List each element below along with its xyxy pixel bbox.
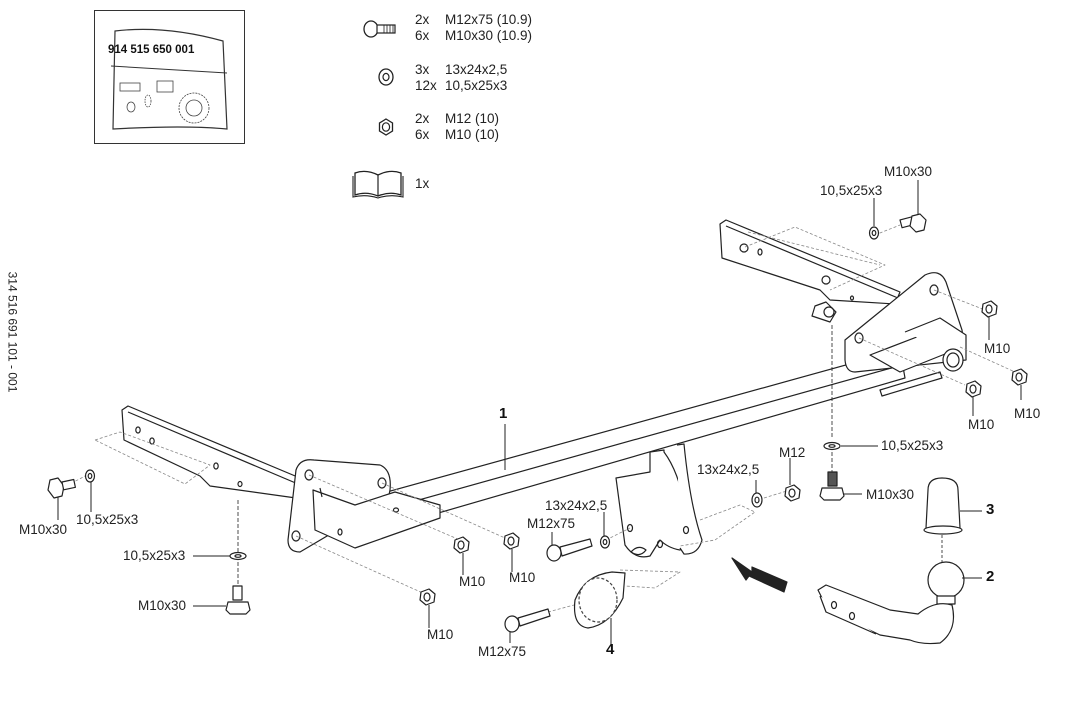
callout-right-vertical-bolt: M10x30 [866, 487, 915, 502]
callout-center-nut-c: M10 [427, 627, 454, 642]
callout-left-washer: 10,5x25x3 [76, 512, 139, 527]
right-mounting-plate [844, 272, 967, 397]
callout-left-bolt: M10x30 [19, 522, 68, 537]
callout-mid-washer: 13x24x2,5 [697, 462, 760, 477]
callout-top-right-washer: 10,5x25x3 [820, 183, 883, 198]
top-right-washer [868, 226, 880, 240]
kit-code: 914 515 650 001 [108, 44, 195, 56]
right-nut-upper [981, 300, 998, 318]
callout-top-right-bolt: M10x30 [884, 164, 933, 179]
right-vertical-bolt [819, 471, 845, 501]
callout-leaders [57, 180, 1022, 645]
callout-left-vertical-washer: 10,5x25x3 [123, 548, 186, 563]
callout-right-nut-lower-a: M10 [968, 417, 995, 432]
center-mounting-tabs [615, 443, 703, 558]
center-nut-b [503, 532, 520, 550]
callout-center-bolt-upper: M12x75 [527, 516, 576, 531]
reinforcement-plate-part-4 [573, 571, 626, 629]
callout-left-vertical-bolt: M10x30 [138, 598, 187, 613]
hardware-kit-box [94, 10, 245, 144]
right-nut-lower-b [1011, 368, 1028, 386]
callout-right-nut-lower-b: M10 [1014, 406, 1041, 421]
right-nut-lower-a [965, 380, 982, 398]
left-washer [84, 469, 96, 483]
callout-center-bolt-lower: M12x75 [478, 644, 527, 659]
left-vertical-washer [229, 551, 247, 561]
left-mounting-plate [287, 459, 441, 553]
callout-right-nut-upper: M10 [984, 341, 1011, 356]
right-bracket-arm [719, 219, 901, 323]
part-number-4: 4 [606, 641, 615, 658]
callout-mid-nut: M12 [779, 445, 806, 460]
hardware-bag-icon [110, 28, 228, 130]
right-vertical-washer [823, 441, 841, 451]
callout-center-washer-upper: 13x24x2,5 [545, 498, 608, 513]
top-right-bolt [899, 213, 927, 233]
center-nut-c [419, 588, 436, 606]
center-washer-upper [599, 535, 611, 549]
part-number-2: 2 [986, 568, 995, 585]
mid-washer [751, 492, 763, 508]
callout-center-nut-b: M10 [509, 570, 536, 585]
bolt-icon [363, 20, 396, 38]
center-bolt-upper [546, 538, 593, 562]
center-bolt-lower [504, 608, 551, 633]
mid-nut-m12 [784, 484, 801, 502]
left-bracket-arm [121, 405, 301, 499]
washer-icon [378, 68, 394, 86]
manual-book-icon [352, 170, 404, 199]
callout-right-vertical-washer: 10,5x25x3 [881, 438, 944, 453]
nut-icon [378, 118, 394, 136]
legend-manual-row: 1x [415, 176, 430, 191]
part-number-1: 1 [499, 405, 508, 422]
callout-center-nut-a: M10 [459, 574, 486, 589]
ball-cap-part-3 [923, 477, 963, 535]
center-nut-a [453, 536, 470, 554]
part-number-3: 3 [986, 501, 995, 518]
left-vertical-bolt [225, 585, 251, 615]
direction-arrow-icon [731, 557, 788, 593]
left-bolt-m10x30 [47, 477, 77, 499]
tow-ball-neck-part-2 [817, 561, 965, 645]
